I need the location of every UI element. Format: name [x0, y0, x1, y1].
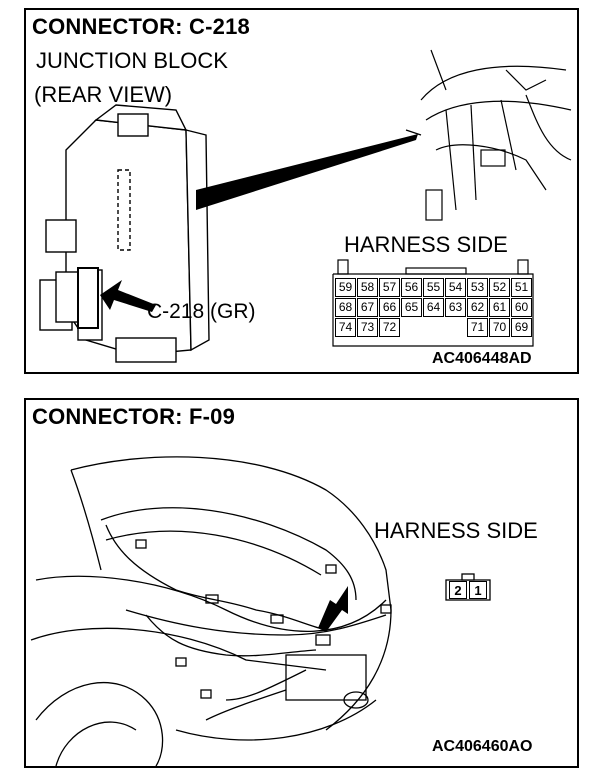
pin-59: 59 [335, 278, 356, 297]
pin-73: 73 [357, 318, 378, 337]
empty-cavity [401, 318, 422, 337]
view-label: (REAR VIEW) [34, 82, 173, 107]
pin-58: 58 [357, 278, 378, 297]
junction-block-illustration [39, 49, 572, 363]
connector-callout: C-218 (GR) [147, 300, 256, 323]
harness-side-label: HARNESS SIDE [344, 232, 508, 257]
pin-74: 74 [335, 318, 356, 337]
pin-61: 61 [489, 298, 510, 317]
pin-66: 66 [379, 298, 400, 317]
empty-cavity [445, 318, 466, 337]
pin-57: 57 [379, 278, 400, 297]
pin-69: 69 [511, 318, 532, 337]
pin-70: 70 [489, 318, 510, 337]
pin-60: 60 [511, 298, 532, 317]
reference-code: AC406460AO [432, 738, 533, 755]
pin-55: 55 [423, 278, 444, 297]
pin-64: 64 [423, 298, 444, 317]
connector-f09-panel: CONNECTOR: F-09 [24, 398, 579, 768]
pin-2: 2 [449, 581, 467, 599]
component-name: JUNCTION BLOCK [36, 48, 228, 73]
harness-side-label: HARNESS SIDE [374, 518, 538, 543]
connector-c218-panel: CONNECTOR: C-218 JUNCTION BLOCK (REAR VI… [24, 8, 579, 374]
vehicle-rear-illustration [30, 456, 491, 766]
panel-title: CONNECTOR: C-218 [32, 14, 250, 39]
pin-68: 68 [335, 298, 356, 317]
pin-52: 52 [489, 278, 510, 297]
pin-54: 54 [445, 278, 466, 297]
pin-63: 63 [445, 298, 466, 317]
panel-title: CONNECTOR: F-09 [32, 404, 236, 429]
pin-1: 1 [469, 581, 487, 599]
pin-56: 56 [401, 278, 422, 297]
reference-code: AC406448AD [432, 350, 532, 367]
empty-cavity [423, 318, 444, 337]
pin-53: 53 [467, 278, 488, 297]
pin-72: 72 [379, 318, 400, 337]
pin-51: 51 [511, 278, 532, 297]
pin-65: 65 [401, 298, 422, 317]
pin-67: 67 [357, 298, 378, 317]
pin-62: 62 [467, 298, 488, 317]
pin-71: 71 [467, 318, 488, 337]
